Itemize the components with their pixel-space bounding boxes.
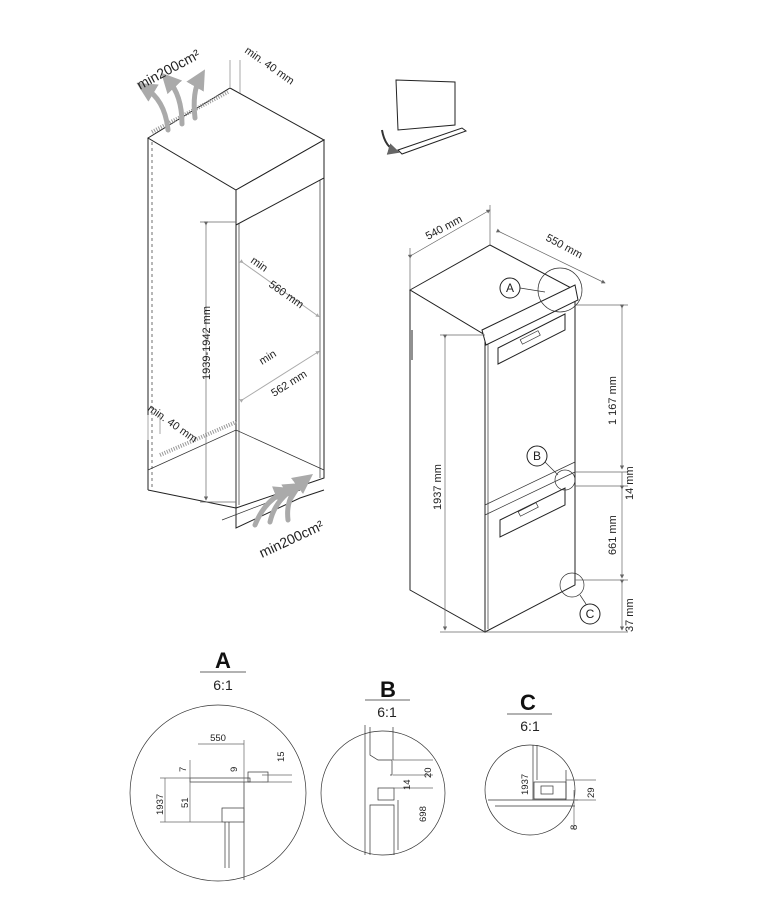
detail-a-dim-7: 7	[178, 767, 189, 772]
upper-door-label: 1 167 mm	[607, 376, 619, 425]
appliance-height-label: 1937 mm	[432, 464, 444, 510]
detail-c: C 6:1 1937 29 8	[484, 690, 597, 836]
appliance-drawing: 540 mm 550 mm 1937 mm 1 167 mm 14 mm 661…	[407, 205, 636, 633]
gap-bottom-label: min. 40 mm	[145, 403, 199, 446]
detail-a-dim-15: 15	[276, 751, 287, 762]
vent-top-label: min200cm²	[134, 46, 203, 93]
appliance-side	[409, 289, 486, 633]
detail-b-dim-20: 20	[423, 767, 434, 778]
detail-a-dim-1937: 1937	[155, 794, 166, 815]
detail-b-title: B	[380, 677, 396, 702]
detail-b-dim-698: 698	[418, 806, 429, 822]
callout-b: B	[533, 449, 541, 463]
callout-a: A	[506, 281, 514, 295]
cabinet-top-rail	[235, 139, 325, 226]
detail-a: A 6:1 550 7 9 15 1937 51	[129, 648, 307, 882]
detail-c-dim-29: 29	[586, 787, 597, 798]
detail-c-dim-1937: 1937	[520, 774, 531, 795]
appliance-depth-label: 550 mm	[544, 232, 585, 261]
callout-c: C	[586, 607, 595, 621]
detail-b-dim-14: 14	[402, 779, 413, 790]
detail-a-title: A	[215, 648, 231, 673]
detail-a-dim-51: 51	[180, 797, 191, 808]
cabinet-drawing: min200cm² min. 40 mm min. 40 mm min200cm…	[134, 45, 326, 561]
detail-a-scale: 6:1	[213, 677, 233, 693]
vent-bottom-label: min200cm²	[257, 517, 327, 561]
detail-b-scale: 6:1	[377, 704, 397, 720]
cabinet-height-label: 1939-1942 mm	[201, 306, 213, 380]
detail-c-title: C	[520, 690, 536, 715]
gap-label: 14 mm	[624, 466, 636, 500]
gap-top-label: min. 40 mm	[242, 45, 296, 88]
detail-a-dim-9: 9	[229, 767, 240, 772]
detail-a-dim-550: 550	[210, 733, 226, 744]
detail-c-scale: 6:1	[520, 718, 540, 734]
lower-door-label: 661 mm	[607, 515, 619, 555]
plinth-label: 37 mm	[624, 598, 636, 632]
door-flip-icon	[381, 79, 468, 155]
detail-b: B 6:1 20 14 698	[320, 677, 446, 856]
detail-c-dim-8: 8	[569, 825, 580, 830]
